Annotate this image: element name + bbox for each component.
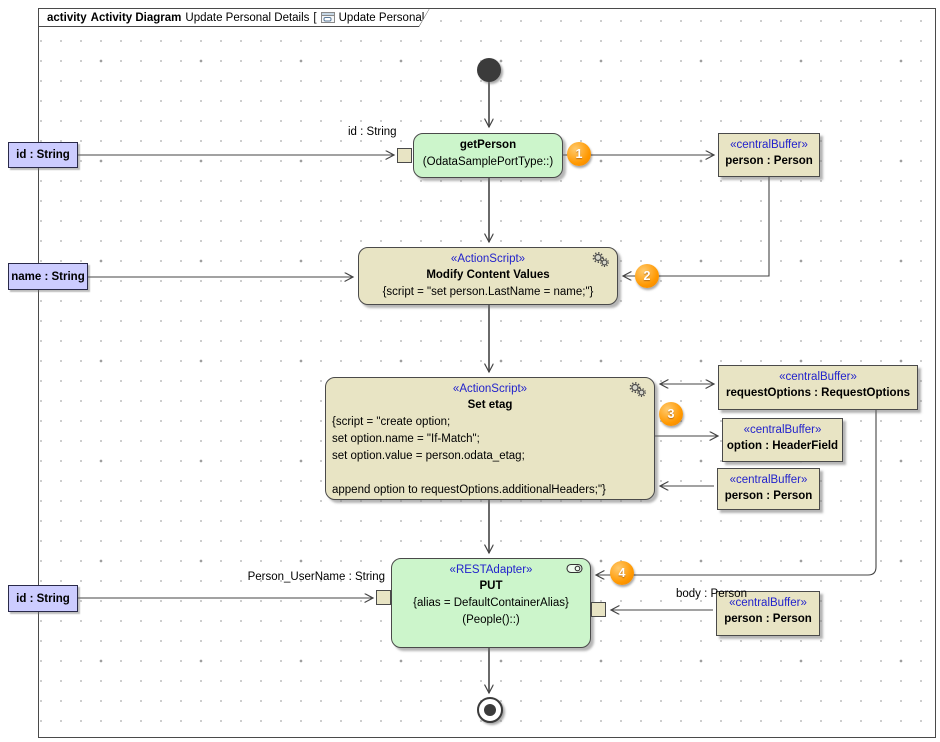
buffer-stereotype: «centralBuffer»: [730, 139, 808, 151]
parameter-name[interactable]: name : String: [8, 263, 88, 290]
buffer-stereotype: «centralBuffer»: [729, 474, 808, 486]
edge-label-body-person: body : Person: [676, 588, 747, 600]
parameter-label: id : String: [16, 149, 70, 161]
step-badge-3[interactable]: 3: [659, 402, 683, 426]
put-alias: {alias = DefaultContainerAlias}: [413, 597, 569, 609]
rest-adapter-icon: [566, 563, 584, 577]
edge-persontop-to-modify[interactable]: [623, 177, 770, 276]
buffer-request-options[interactable]: «centralBuffer» requestOptions : Request…: [718, 365, 918, 410]
activity-final-dot: [484, 704, 496, 716]
badge-number: 2: [643, 269, 651, 283]
initial-node[interactable]: [477, 58, 501, 82]
buffer-person-mid[interactable]: «centralBuffer» person : Person: [717, 468, 820, 510]
badge-number: 3: [667, 407, 675, 421]
buffer-name: person : Person: [725, 155, 813, 167]
gears-icon: [591, 252, 611, 271]
edge-requestoptions-to-put[interactable]: [596, 410, 877, 575]
action-getperson[interactable]: getPerson (OdataSamplePortType::): [413, 133, 563, 178]
buffer-person-bottom[interactable]: «centralBuffer» person : Person: [716, 591, 820, 636]
action-put[interactable]: «RESTAdapter» PUT {alias = DefaultContai…: [391, 558, 591, 648]
frame-keyword: activity: [47, 11, 87, 24]
buffer-name: person : Person: [724, 490, 813, 502]
setetag-name: Set etag: [467, 399, 513, 411]
input-pin-person-username[interactable]: [376, 590, 391, 605]
frame-diagram-type: Activity Diagram: [90, 11, 182, 24]
frame-bracket-open: [: [313, 11, 317, 24]
buffer-stereotype: «centralBuffer»: [779, 371, 857, 383]
edge-label-id-string: id : String: [348, 126, 397, 138]
modify-stereotype: «ActionScript»: [450, 253, 526, 265]
setetag-script-line: {script = "create option;: [332, 416, 451, 428]
gears-icon: [628, 382, 648, 401]
modify-name: Modify Content Values: [426, 269, 550, 281]
parameter-id-bottom[interactable]: id : String: [8, 585, 78, 612]
frame-diagram-name: Update Personal Details: [185, 11, 310, 24]
buffer-name: requestOptions : RequestOptions: [725, 387, 910, 399]
input-pin-id[interactable]: [397, 148, 412, 163]
badge-number: 1: [575, 147, 583, 161]
action-getperson-operation: (OdataSamplePortType::): [422, 156, 554, 168]
step-badge-4[interactable]: 4: [610, 561, 634, 585]
action-modify-content-values[interactable]: «ActionScript» Modify Content Values {sc…: [358, 247, 618, 305]
setetag-script-line: set option.name = "If-Match";: [332, 433, 480, 445]
put-stereotype: «RESTAdapter»: [449, 564, 533, 576]
parameter-id-top[interactable]: id : String: [8, 142, 78, 168]
input-pin-body[interactable]: [591, 602, 606, 617]
parameter-label: id : String: [16, 592, 70, 605]
badge-number: 4: [618, 566, 626, 580]
setetag-script-line: append option to requestOptions.addition…: [332, 484, 606, 496]
parameter-label: name : String: [11, 270, 85, 283]
setetag-stereotype: «ActionScript»: [452, 383, 528, 395]
activity-diagram-icon: [321, 11, 335, 24]
buffer-stereotype: «centralBuffer»: [743, 424, 822, 436]
modify-script: {script = "set person.LastName = name;"}: [382, 286, 594, 298]
buffer-option-headerfield[interactable]: «centralBuffer» option : HeaderField: [722, 418, 843, 462]
edge-label-person-username: Person_UserName : String: [247, 571, 385, 583]
buffer-stereotype: «centralBuffer»: [729, 597, 807, 609]
action-getperson-name: getPerson: [459, 139, 517, 151]
put-operation: (People()::): [462, 614, 520, 626]
activity-final-node[interactable]: [477, 697, 503, 723]
step-badge-1[interactable]: 1: [567, 142, 591, 166]
buffer-name: person : Person: [724, 613, 812, 625]
setetag-script-line: set option.value = person.odata_etag;: [332, 450, 525, 462]
buffer-person-top[interactable]: «centralBuffer» person : Person: [718, 133, 820, 177]
put-name: PUT: [479, 580, 503, 592]
setetag-script-line: [326, 465, 654, 482]
action-set-etag[interactable]: «ActionScript» Set etag {script = "creat…: [325, 377, 655, 500]
buffer-name: option : HeaderField: [726, 440, 839, 452]
step-badge-2[interactable]: 2: [635, 264, 659, 288]
